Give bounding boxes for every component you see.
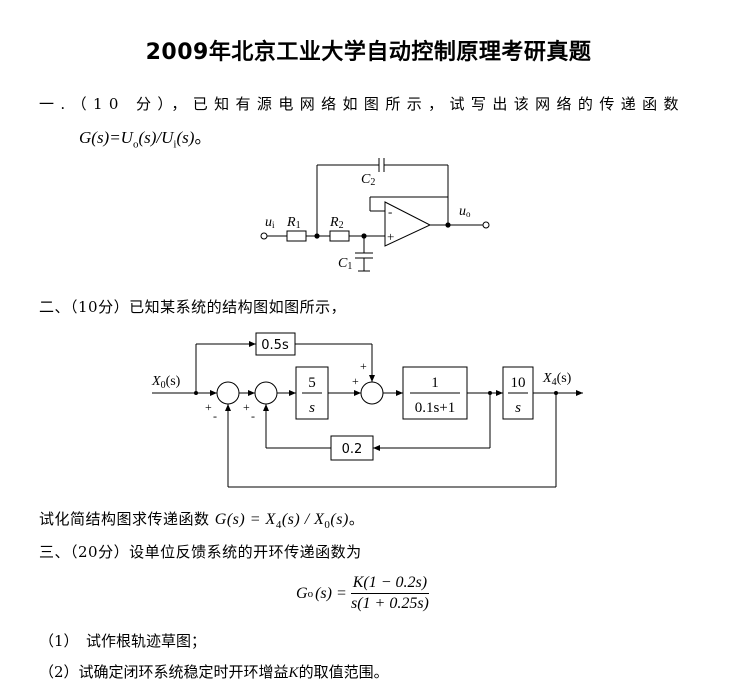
sign-j3-plus-left: + <box>352 374 359 388</box>
block-0-2-label: 0.2 <box>342 442 363 457</box>
summing-junction-1 <box>216 381 240 405</box>
opamp-plus: + <box>387 229 394 244</box>
label-input: X0(s) <box>151 374 181 391</box>
sign-j1-minus: - <box>213 409 217 423</box>
block-0-5s-label: 0.5s <box>261 338 289 353</box>
label-r2: R2 <box>329 215 344 231</box>
label-r1: R1 <box>286 215 301 231</box>
label-c2: C2 <box>361 172 375 188</box>
label-output: X4(s) <box>542 371 572 388</box>
page-title: 2009年北京工业大学自动控制原理考研真题 <box>145 40 592 65</box>
q1-formula: G(s)=Uo(s)/Ui(s)。 <box>79 128 212 151</box>
block-lag-num: 1 <box>431 375 439 391</box>
block-5-num: 5 <box>308 375 316 391</box>
opamp-minus: - <box>388 204 392 219</box>
sign-j1-plus: + <box>205 400 212 414</box>
block-10-num: 10 <box>511 375 526 391</box>
block-lag-den: 0.1s+1 <box>415 400 456 416</box>
block-5-den: s <box>309 400 315 416</box>
q3-text: 三、（20分）设单位反馈系统的开环传递函数为 <box>39 543 362 561</box>
summing-junction-2 <box>254 381 278 405</box>
label-ui: ui <box>265 215 275 230</box>
q3-item-1: （1） 试作根轨迹草图； <box>39 632 207 650</box>
summing-junction-3 <box>360 381 384 405</box>
q2-ask: 试化简结构图求传递函数 G(s) = X4(s) / X0(s)。 <box>39 510 365 532</box>
q1-text: 一.（10 分），已知有源电网络如图所示，试写出该网络的传递函数 <box>39 95 685 113</box>
op-amp <box>384 201 432 247</box>
label-c1: C1 <box>338 256 352 272</box>
sign-j3-plus-top: + <box>360 359 367 373</box>
q3-item-2: （2）试确定闭环系统稳定时开环增益K的取值范围。 <box>39 663 389 681</box>
label-uo: uo <box>459 204 471 219</box>
q2-text: 二、（10分）已知某系统的结构图如图所示， <box>39 298 347 316</box>
sign-j2-minus: - <box>251 409 255 423</box>
output-terminal <box>482 221 490 229</box>
q3-numerator: K(1 − 0.2s) <box>350 574 430 594</box>
block-10-den: s <box>515 400 521 416</box>
q3-denominator: s(1 + 0.25s) <box>350 595 429 612</box>
sign-j2-plus: + <box>243 400 250 414</box>
